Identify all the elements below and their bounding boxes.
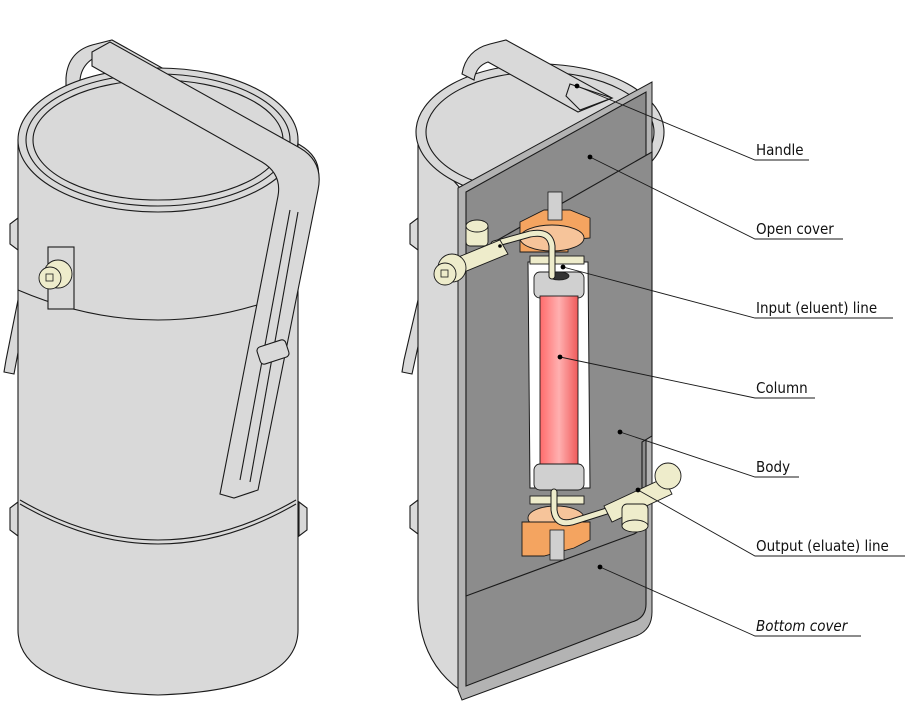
callout-bottom-cover: Bottom cover [597,564,861,637]
cut-cylinder-shell [417,138,461,692]
leader-line-output-line [637,489,905,557]
input-knob-hex-icon [440,269,449,278]
cut-side-tab-upper [409,216,419,252]
callout-label-bottom-cover: Bottom cover [756,617,849,635]
top-gasket [529,255,585,265]
callout-handle: Handle [574,83,809,161]
callout-label-column: Column [756,379,808,397]
callout-label-open-cover: Open cover [756,220,834,238]
callout-label-handle: Handle [756,141,804,159]
knob-hex-icon [45,273,54,282]
cutaway-view [401,39,682,701]
callout-label-body: Body [756,458,790,476]
column-packing [539,295,579,475]
bottom-screw [549,529,565,561]
leader-dot-output-line [635,487,641,493]
input-fitting-marker [498,244,502,248]
output-fitting [603,462,682,533]
knob-face [38,266,62,290]
cut-handle-section [565,83,614,111]
callout-label-input-line: Input (eluent) line [756,299,877,317]
output-fitting-body [603,477,673,523]
callout-open-cover: Open cover [587,154,843,240]
leader-dot-open-cover [587,154,593,160]
leader-line-input-line [562,266,893,319]
external-view [3,39,320,696]
leader-dot-input-line [560,264,566,270]
leader-dot-handle [574,83,580,89]
leader-line-column [559,356,815,399]
callout-body: Body [617,429,799,478]
callout-label-output-line: Output (eluate) line [756,537,889,555]
top-screw [547,191,563,221]
leader-dot-bottom-cover [597,564,603,570]
output-tubing [551,489,613,526]
knob-external [38,246,75,310]
handle-pivot-pin [256,339,290,365]
input-knob-face [433,262,457,286]
cut-side-tab-lower [409,498,419,536]
side-tab-lower-left [9,500,19,538]
input-top-knob-face [465,219,489,233]
input-tubing [491,230,555,279]
callout-output-line: Output (eluate) line [635,487,905,557]
callout-input-line: Input (eluent) line [560,264,893,319]
handle-front-strap [91,41,320,499]
leader-dot-column [557,354,563,360]
column-bottom-endcap [533,463,585,491]
input-fitting [433,219,509,286]
cylinder-body [17,139,299,696]
lower-band-seam-inner [19,503,297,545]
output-knob-knurl [654,462,682,490]
lower-band-seam [19,499,297,541]
side-tab-upper-left [9,216,19,252]
callout-column: Column [557,354,815,399]
leader-line-bottom-cover [599,566,861,637]
leader-line-body [619,431,799,478]
leader-dot-body [617,429,623,435]
side-tab-lower-right [298,500,308,538]
leader-line-handle [576,85,809,161]
output-bottom-knob-face [621,519,649,533]
leader-line-open-cover [589,156,843,240]
